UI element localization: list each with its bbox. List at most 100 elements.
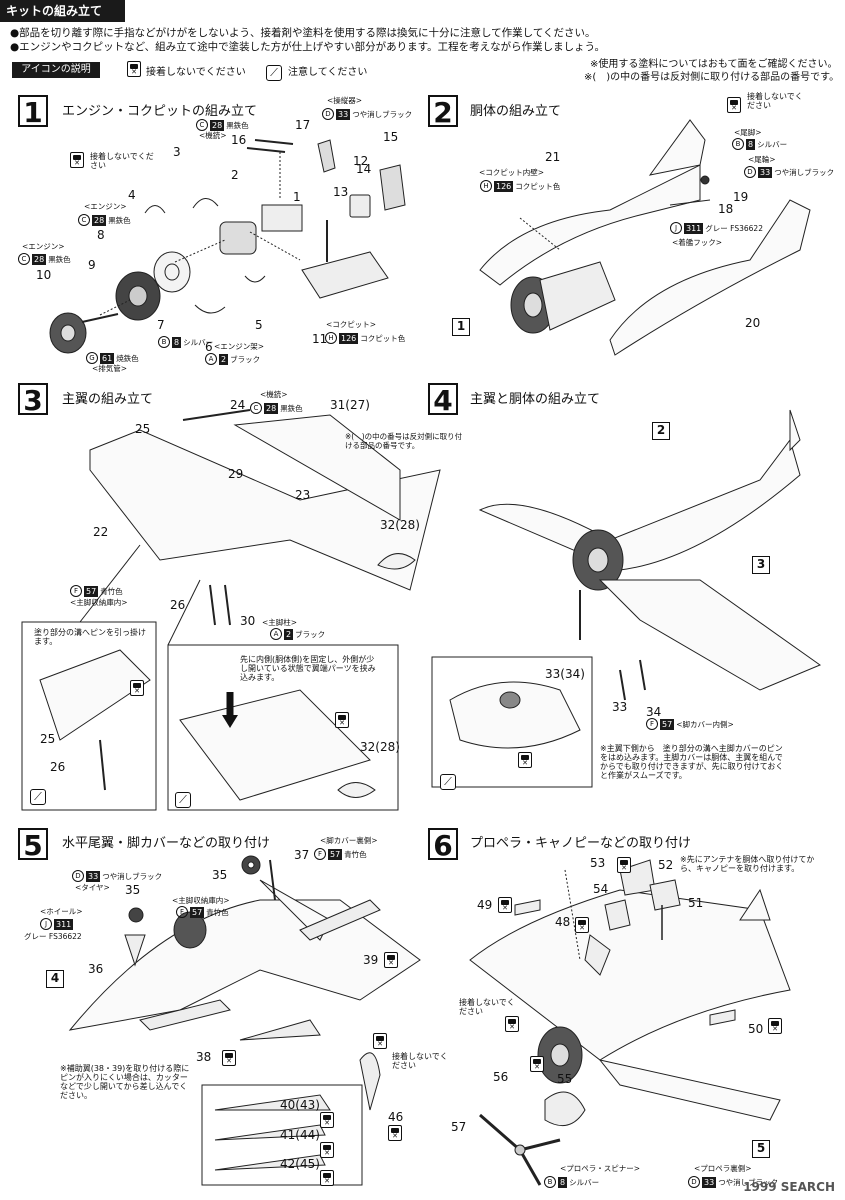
part-label: 30 (240, 614, 256, 628)
paint-code: 28 (264, 402, 279, 414)
paint-letter: C (78, 214, 90, 226)
part-label: 11 (312, 332, 328, 346)
paint-code: 2 (219, 353, 229, 365)
part-label: 32(28) (360, 740, 400, 754)
paint-code: 2 (284, 628, 294, 640)
part-label: 19 (733, 190, 749, 204)
part-label: 57 (451, 1120, 467, 1134)
paint-letter: A (270, 628, 282, 640)
paint-code: 8 (746, 138, 756, 150)
noglue-icon (320, 1170, 334, 1190)
paint-group-label: <操縦器> (327, 96, 363, 105)
part-label: 32(28) (380, 518, 420, 532)
part-label: 8 (97, 228, 105, 242)
paint-letter: A (205, 353, 217, 365)
part-label: 42(45) (280, 1157, 320, 1171)
paint-group-label: <脚カバー内側> (676, 719, 734, 729)
paint-code: 311 (684, 222, 704, 234)
kit-assembly-header: キットの組み立て (0, 0, 125, 22)
paint-code: 126 (339, 332, 359, 344)
part-label: 49 (477, 898, 493, 912)
part-label: 50 (748, 1022, 764, 1036)
paint-letter: J (670, 222, 682, 234)
noglue-icon (518, 752, 532, 772)
paint-letter: D (688, 1176, 700, 1188)
part-label: 2 (231, 168, 239, 182)
part-label: 35 (125, 883, 141, 897)
paint-group-label: <エンジン> (84, 202, 127, 211)
paint-name: つや消しブラック (774, 167, 835, 177)
paint-letter: C (250, 402, 262, 414)
step-ref-box: 1 (452, 318, 470, 336)
step-3-title: 主翼の組み立て (62, 392, 154, 407)
step-6-number: 6 (428, 828, 458, 862)
paint-code: 126 (494, 180, 514, 192)
step-5-number: 5 (18, 828, 48, 862)
step-ref-box: 4 (46, 970, 64, 988)
paint-letter: D (744, 166, 756, 178)
paint-code: 33 (336, 108, 351, 120)
paint-letter: F (646, 718, 658, 730)
caution-note-1: ●部品を切り離す際に手指などがけがをしないよう、接着剤や塗料を使用する際は換気に… (10, 27, 596, 39)
paint-name: つや消しブラック (718, 1177, 779, 1187)
caution-legend-text: 注意してください (288, 67, 368, 78)
part-label: 25 (40, 732, 56, 746)
paint-letter: B (732, 138, 744, 150)
noglue-icon (130, 680, 144, 700)
part-label: 22 (93, 525, 109, 539)
paint-name: つや消しブラック (102, 871, 163, 881)
paint-code: 57 (328, 848, 343, 860)
step-5-note: ※補助翼(38・39)を取り付ける際にピンが入りにくい場合は、カッターなどで少し… (60, 1064, 190, 1100)
paint-name: シルバー (569, 1177, 600, 1187)
paint-name: 青竹色 (206, 907, 229, 917)
paint-group-label: <プロペラ裏側> (694, 1164, 752, 1173)
paint-group-label: <尾脚> (734, 128, 762, 137)
watermark: 1999 SEARCH (743, 1180, 835, 1194)
part-label: 20 (745, 316, 761, 330)
paint-letter: H (325, 332, 337, 344)
paint-letter: F (176, 906, 188, 918)
paint-name: 焼鉄色 (116, 353, 139, 363)
part-label: 26 (50, 760, 66, 774)
noglue-icon (320, 1142, 334, 1162)
paint-code: 28 (92, 214, 107, 226)
paint-code: 33 (758, 166, 773, 178)
part-label: 36 (88, 962, 104, 976)
paint-code: 28 (32, 253, 47, 265)
paint-code: 61 (100, 352, 115, 364)
part-label: 33 (612, 700, 628, 714)
part-label: 3 (173, 145, 181, 159)
part-label: 25 (135, 422, 151, 436)
paint-code: 57 (660, 718, 675, 730)
step-4-number: 4 (428, 383, 458, 417)
part-label: 48 (555, 915, 571, 929)
noglue-legend-text: 接着しないでください (146, 67, 246, 78)
part-label: 17 (295, 118, 311, 132)
noglue-icon (373, 1033, 387, 1053)
part-label: 4 (128, 188, 136, 202)
paint-letter: F (314, 848, 326, 860)
step-ref-box: 5 (752, 1140, 770, 1158)
step-ref-box: 2 (652, 422, 670, 440)
part-label: 54 (593, 882, 609, 896)
part-label: 23 (295, 488, 311, 502)
paint-group-label: <尾輪> (748, 155, 776, 164)
part-label: 46 (388, 1110, 404, 1124)
noglue-icon (530, 1056, 544, 1076)
caution-icon: ⟋ (266, 61, 282, 81)
paint-name: グレー FS36622 (705, 223, 763, 233)
paint-code: 33 (702, 1176, 717, 1188)
step-ref-box: 3 (752, 556, 770, 574)
paint-letter: B (544, 1176, 556, 1188)
